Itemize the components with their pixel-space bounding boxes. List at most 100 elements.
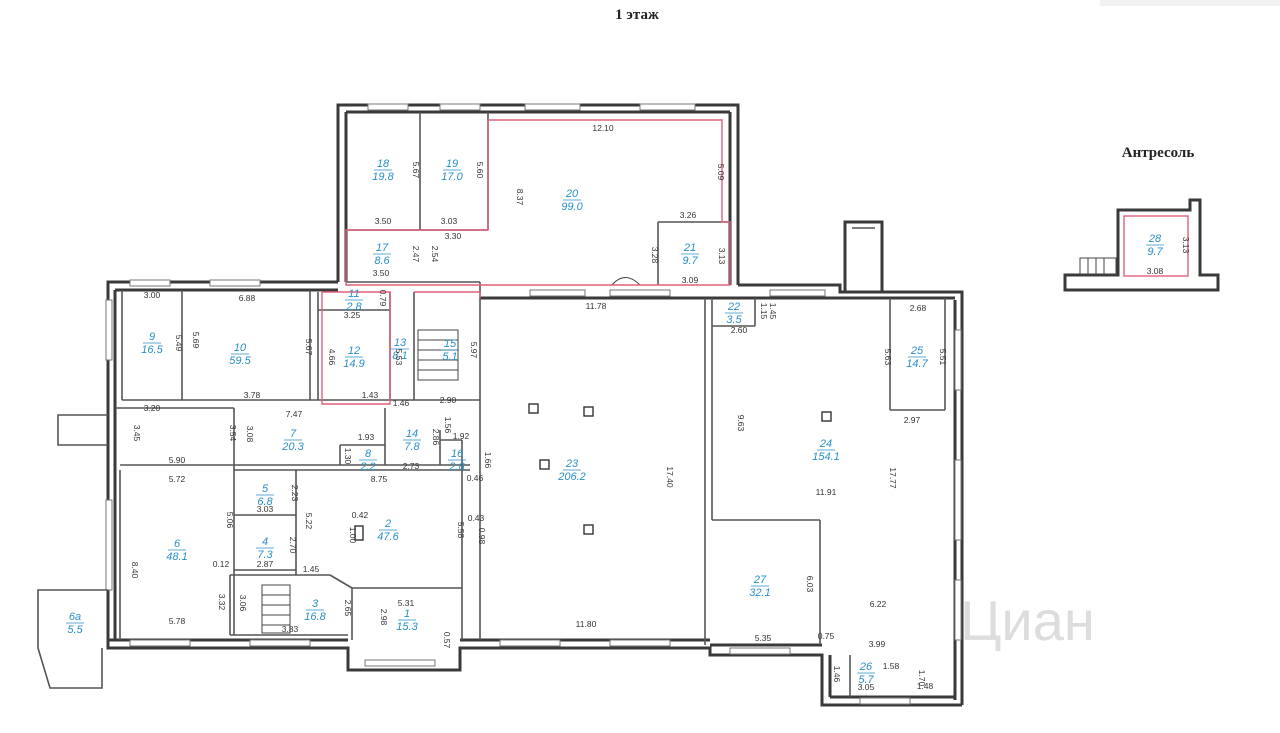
dimension-label: 2.97 <box>904 415 921 425</box>
dimension-label: 5.53 <box>394 349 404 366</box>
stairs <box>261 277 641 634</box>
dimension-label: 3.99 <box>869 639 886 649</box>
dimension-label: 5.97 <box>469 342 479 359</box>
dimension-label: 3.09 <box>682 275 699 285</box>
dimension-label: 3.45 <box>132 425 142 442</box>
room-number: 11 <box>348 288 359 300</box>
room-area: 16.8 <box>304 611 326 623</box>
room-area: 8.1 <box>392 350 407 362</box>
dimension-label: 2.98 <box>379 609 389 626</box>
room-label-r4: 47.3 <box>256 536 274 561</box>
dimension-label: 2.68 <box>910 303 927 313</box>
dimension-label: 11.91 <box>816 487 837 497</box>
dimension-label: 3.06 <box>238 595 248 612</box>
room-number: 14 <box>406 428 418 440</box>
room-area: 20.3 <box>281 441 304 453</box>
room-number: 18 <box>377 158 390 170</box>
room-area: 47.6 <box>377 531 399 543</box>
room-area: 9.7 <box>682 255 698 267</box>
dimension-label: 6.22 <box>870 599 887 609</box>
room-number: 17 <box>376 242 389 254</box>
dimension-label: 0.43 <box>468 513 485 523</box>
watermark: Циан <box>960 589 1095 652</box>
dimension-label: 0.42 <box>352 510 369 520</box>
dimension-label: 3.13 <box>717 248 727 265</box>
room-number: 13 <box>394 337 407 349</box>
dimension-label: 11.78 <box>586 301 607 311</box>
dimension-label: 5.06 <box>225 512 235 529</box>
dimension-label: 2.87 <box>257 559 274 569</box>
dimension-label: 3.28 <box>650 247 660 264</box>
dimension-label: 5.72 <box>169 474 186 484</box>
dimension-label: 1.58 <box>883 661 900 671</box>
room-number: 5 <box>262 483 269 495</box>
dimension-label: 5.22 <box>304 513 314 530</box>
room-area: 3.5 <box>726 314 742 326</box>
dimension-label: 11.80 <box>576 619 597 629</box>
room-number: 15 <box>444 338 457 350</box>
dimension-label: 5.90 <box>169 455 186 465</box>
room-area: 2.2 <box>359 461 375 473</box>
dimension-label: 5.67 <box>304 339 314 356</box>
room-labels: 115.3247.6316.847.356.8648.16а5.5720.382… <box>66 158 1164 686</box>
room-number: 10 <box>234 342 247 354</box>
dimension-label: 3.08 <box>245 426 255 443</box>
dimension-label: 7.47 <box>286 409 303 419</box>
dimension-label: 3.50 <box>375 216 392 226</box>
dimension-label: 5.60 <box>475 162 485 179</box>
room-label-r1: 115.3 <box>396 608 418 633</box>
mezzanine-title: Антресоль <box>1122 145 1195 161</box>
room-area: 2.8 <box>345 301 362 313</box>
dimension-label: 1.45 <box>303 564 320 574</box>
room-label-r21: 219.7 <box>681 242 699 267</box>
room-label-r26: 265.7 <box>857 661 875 686</box>
room-label-r3: 316.8 <box>304 598 326 623</box>
dimension-label: 1.30 <box>343 448 353 465</box>
dimension-label: 1.46 <box>832 666 842 683</box>
dimension-label: 1.93 <box>358 432 375 442</box>
room-area: 6.8 <box>257 496 273 508</box>
room-label-r15: 155.1 <box>441 338 459 363</box>
dimension-label: 5.78 <box>169 616 186 626</box>
dimension-label: 1.56 <box>443 417 453 434</box>
room-label-r5: 56.8 <box>256 483 274 508</box>
room-area: 14.9 <box>343 358 364 370</box>
room-area: 7.8 <box>404 441 420 453</box>
room-area: 48.1 <box>166 551 187 563</box>
dimension-label: 5.63 <box>883 349 893 366</box>
dimension-label: 1.70 <box>917 670 927 687</box>
dimension-label: 3.03 <box>441 216 458 226</box>
dimension-label: 3.83 <box>282 624 299 634</box>
room-number: 20 <box>565 188 579 200</box>
room-number: 24 <box>819 438 832 450</box>
dimension-label: 0.46 <box>467 473 484 483</box>
dimension-label: 4.66 <box>327 349 337 366</box>
room-area: 154.1 <box>812 451 840 463</box>
columns <box>354 403 832 541</box>
room-area: 32.1 <box>749 587 770 599</box>
room-number: 8 <box>365 448 372 460</box>
dimension-label: 5.51 <box>938 349 948 366</box>
dimension-label: 5.09 <box>716 164 726 181</box>
dimension-label: 3.26 <box>680 210 697 220</box>
scan-edge <box>1100 0 1280 6</box>
dimension-label: 2.47 <box>411 246 421 263</box>
room-label-r17: 178.6 <box>373 242 391 267</box>
dimension-label: 2.54 <box>430 246 440 263</box>
room-area: 5.5 <box>67 624 83 636</box>
room-label-r11: 112.8 <box>345 288 363 313</box>
dimension-label: 1.46 <box>393 398 410 408</box>
dimension-label: 2.60 <box>731 325 748 335</box>
highlight-outlines <box>321 119 731 405</box>
room-number: 25 <box>910 345 924 357</box>
room-area: 15.3 <box>396 621 418 633</box>
mezzanine-plan <box>1063 198 1220 292</box>
room-label-r6: 648.1 <box>166 538 187 563</box>
dimension-label: 3.08 <box>1147 266 1164 276</box>
room-number: 19 <box>446 158 458 170</box>
